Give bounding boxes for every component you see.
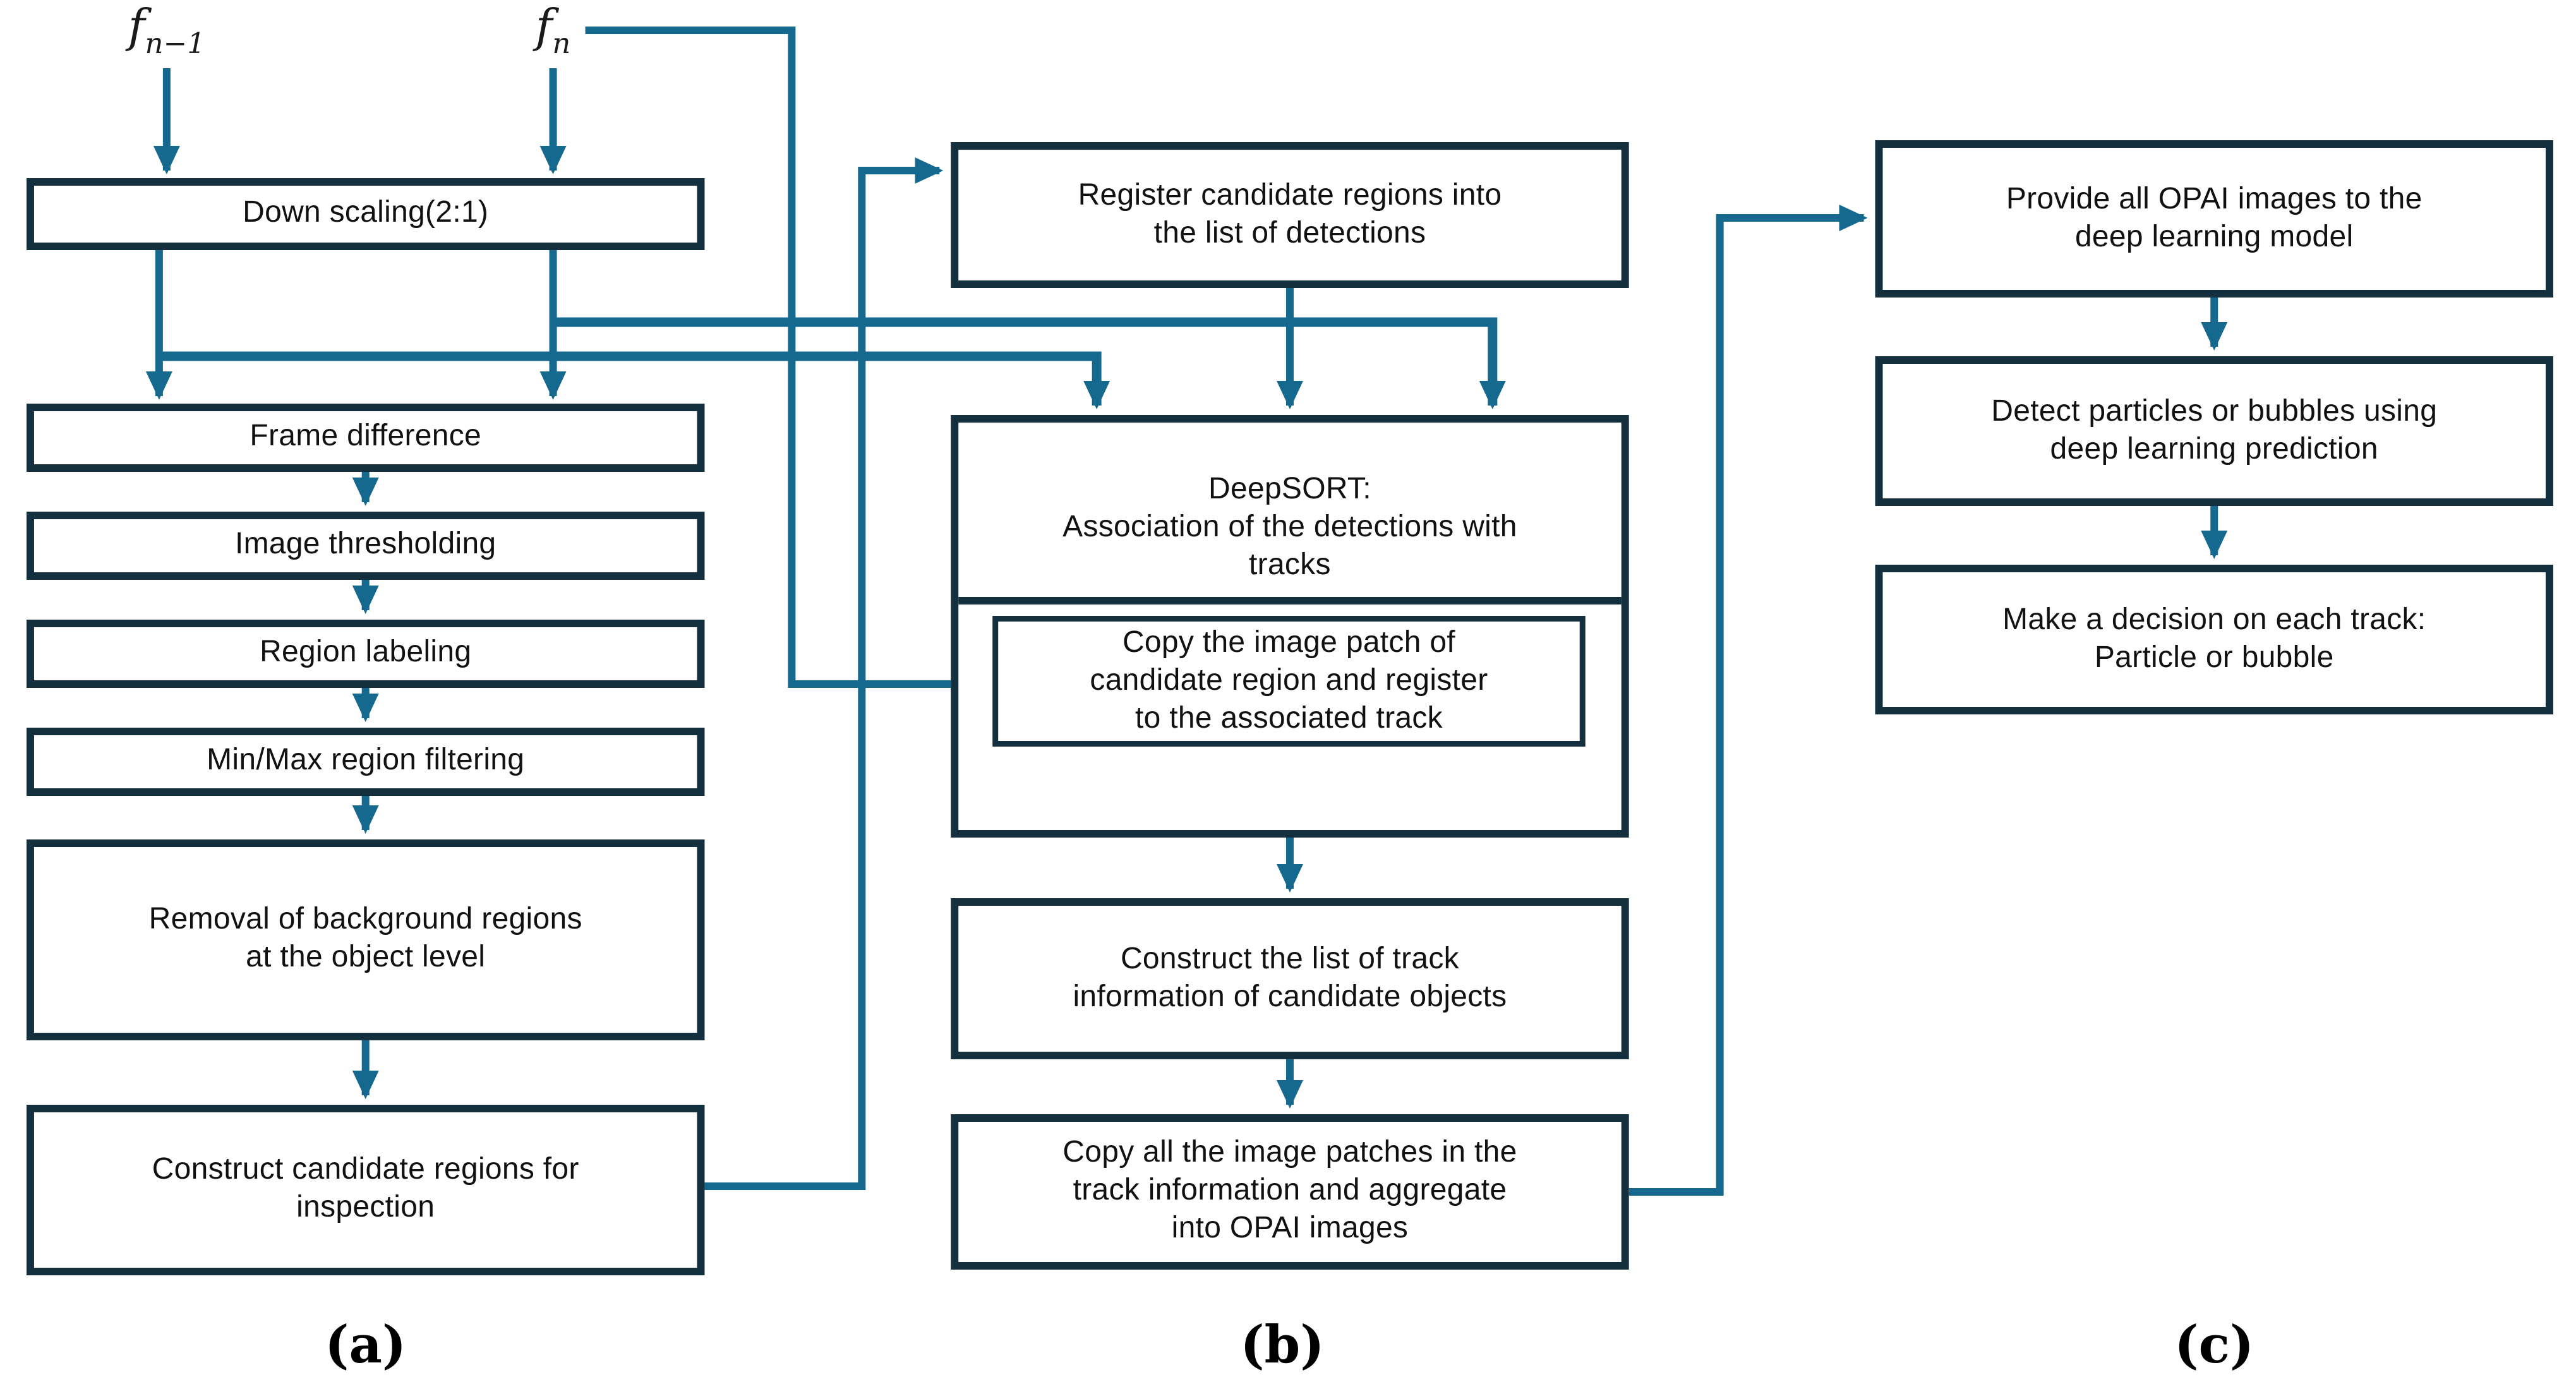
node-deepsort: DeepSORT: Association of the detections …: [951, 415, 1629, 838]
node-frame-difference: Frame difference: [26, 404, 705, 472]
frame-subscript: n−1: [145, 27, 205, 61]
node-aggregate-opai: Copy all the image patches in the track …: [951, 1114, 1629, 1270]
deepsort-title: DeepSORT: Association of the detections …: [958, 460, 1622, 604]
caption-c: (c): [2174, 1317, 2254, 1376]
connector-candidate-to-register: [704, 157, 944, 1190]
node-down-scaling: Down scaling(2:1): [26, 178, 705, 250]
frame-symbol: f: [535, 0, 553, 53]
frame-symbol: f: [128, 0, 145, 53]
input-frame-prev-label: fn−1: [128, 0, 205, 61]
node-track-decision: Make a decision on each track: Particle …: [1875, 565, 2553, 714]
input-frame-curr-label: fn: [536, 0, 571, 61]
connector-opai-to-provide: [1628, 205, 1868, 1196]
bus-prev-frame-to-deepsort: [159, 351, 1110, 409]
frame-subscript: n: [552, 27, 571, 61]
caption-a: (a): [325, 1317, 407, 1376]
caption-b: (b): [1240, 1317, 1325, 1376]
node-minmax-filtering: Min/Max region filtering: [26, 728, 705, 796]
node-detect-particles-bubbles: Detect particles or bubbles using deep l…: [1875, 356, 2553, 506]
node-track-info-list: Construct the list of track information …: [951, 898, 1629, 1059]
bus-curr-frame-to-deepsort: [553, 317, 1506, 409]
node-copy-image-patch: Copy the image patch of candidate region…: [992, 616, 1586, 747]
node-image-thresholding: Image thresholding: [26, 512, 705, 580]
node-construct-candidate-regions: Construct candidate regions for inspecti…: [26, 1105, 705, 1275]
node-background-removal: Removal of background regions at the obj…: [26, 839, 705, 1040]
node-provide-opai-images: Provide all OPAI images to the deep lear…: [1875, 140, 2553, 298]
node-register-detections: Register candidate regions into the list…: [951, 142, 1629, 288]
node-region-labeling: Region labeling: [26, 620, 705, 688]
